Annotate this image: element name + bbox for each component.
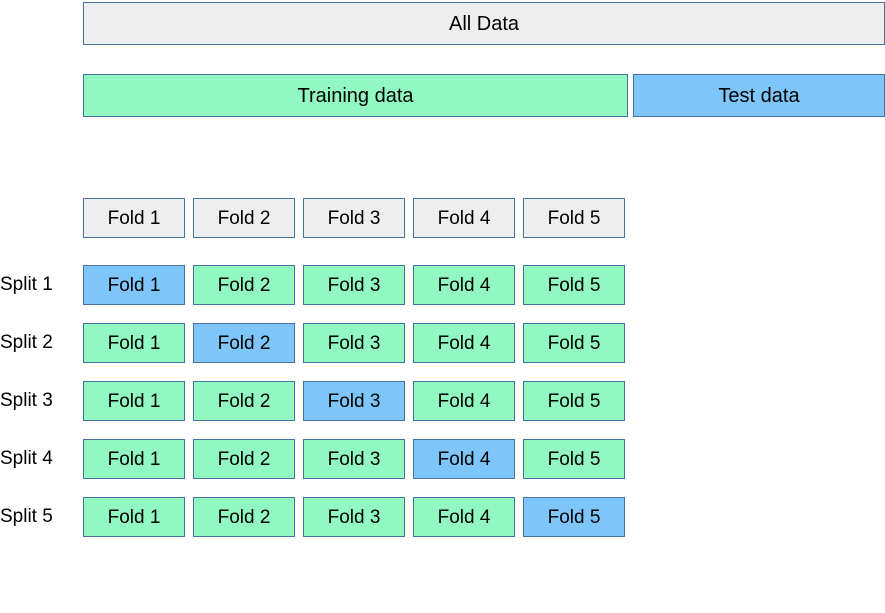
training-fold-cell: Fold 4 bbox=[413, 497, 515, 537]
training-fold-cell: Fold 1 bbox=[83, 323, 185, 363]
training-data-bar: Training data bbox=[83, 74, 628, 117]
training-fold-cell: Fold 2 bbox=[193, 497, 295, 537]
training-fold-cell: Fold 4 bbox=[413, 265, 515, 305]
training-fold-cell: Fold 2 bbox=[193, 265, 295, 305]
validation-fold-cell: Fold 4 bbox=[413, 439, 515, 479]
training-fold-cell: Fold 5 bbox=[523, 323, 625, 363]
training-fold-cell: Fold 4 bbox=[413, 381, 515, 421]
fold-header-cell: Fold 2 bbox=[193, 198, 295, 238]
training-fold-cell: Fold 3 bbox=[303, 323, 405, 363]
training-fold-cell: Fold 5 bbox=[523, 439, 625, 479]
fold-header-cell: Fold 5 bbox=[523, 198, 625, 238]
all-data-bar: All Data bbox=[83, 2, 885, 45]
training-fold-cell: Fold 2 bbox=[193, 381, 295, 421]
test-data-bar: Test data bbox=[633, 74, 885, 117]
training-fold-cell: Fold 3 bbox=[303, 439, 405, 479]
training-fold-cell: Fold 3 bbox=[303, 497, 405, 537]
training-fold-cell: Fold 1 bbox=[83, 439, 185, 479]
fold-header-cell: Fold 4 bbox=[413, 198, 515, 238]
fold-header-cell: Fold 1 bbox=[83, 198, 185, 238]
fold-header-row: Fold 1 Fold 2 Fold 3 Fold 4 Fold 5 bbox=[83, 198, 625, 238]
split-label: Split 2 bbox=[0, 332, 53, 353]
validation-fold-cell: Fold 3 bbox=[303, 381, 405, 421]
validation-fold-cell: Fold 2 bbox=[193, 323, 295, 363]
training-fold-cell: Fold 4 bbox=[413, 323, 515, 363]
training-fold-cell: Fold 2 bbox=[193, 439, 295, 479]
training-fold-cell: Fold 5 bbox=[523, 381, 625, 421]
training-fold-cell: Fold 1 bbox=[83, 381, 185, 421]
split-label: Split 1 bbox=[0, 274, 53, 295]
validation-fold-cell: Fold 5 bbox=[523, 497, 625, 537]
split-label: Split 4 bbox=[0, 448, 53, 469]
fold-header-cell: Fold 3 bbox=[303, 198, 405, 238]
training-fold-cell: Fold 3 bbox=[303, 265, 405, 305]
split-label: Split 3 bbox=[0, 390, 53, 411]
training-fold-cell: Fold 5 bbox=[523, 265, 625, 305]
training-fold-cell: Fold 1 bbox=[83, 497, 185, 537]
split-label: Split 5 bbox=[0, 506, 53, 527]
validation-fold-cell: Fold 1 bbox=[83, 265, 185, 305]
